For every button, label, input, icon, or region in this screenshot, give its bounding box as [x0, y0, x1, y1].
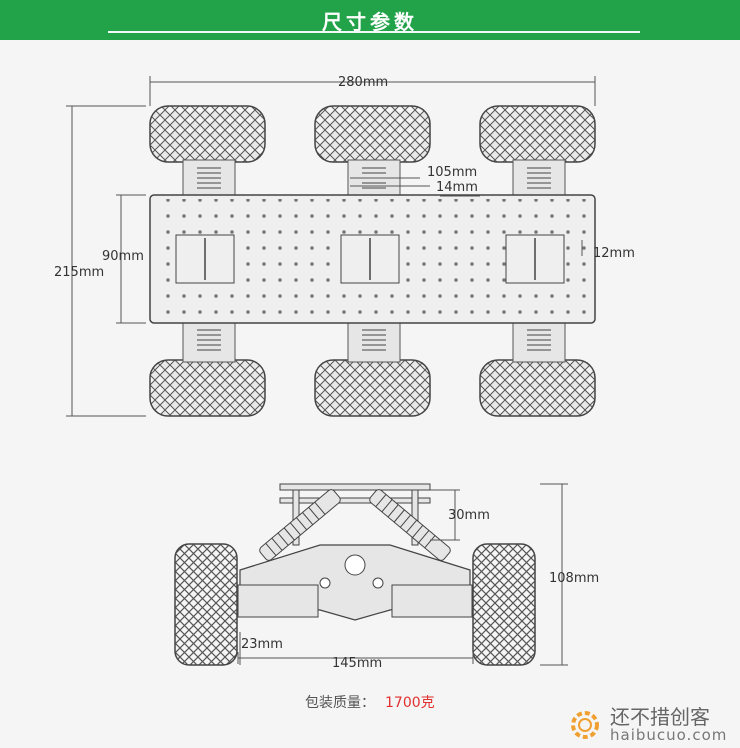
dimension-lines-top	[66, 76, 596, 417]
side-wheel-right	[472, 543, 536, 666]
watermark-name: 还不措创客	[610, 704, 710, 729]
gear-icon	[571, 711, 599, 739]
side-view	[174, 483, 568, 666]
wheel-rear-left	[149, 359, 266, 417]
watermark: 还不措创客 haibucuo.com	[566, 702, 740, 748]
side-motors	[237, 584, 473, 618]
shock-absorbers	[259, 489, 451, 561]
side-wheel-left	[174, 543, 238, 666]
top-view	[66, 76, 596, 417]
dim-edge-label: 12mm	[593, 246, 635, 261]
dim-width-label: 215mm	[54, 265, 104, 280]
weight-label: 包装质量：	[305, 695, 375, 711]
dim-hole-pitch-label: 105mm	[427, 165, 477, 180]
dimension-lines-side	[237, 483, 568, 666]
dim-suspension-label: 30mm	[448, 508, 490, 523]
weight-value: 1700克	[385, 695, 435, 711]
wheel-front-right	[479, 105, 596, 163]
section-header: 尺寸参数	[0, 0, 740, 40]
package-weight: 包装质量： 1700克	[305, 692, 435, 712]
section-title: 尺寸参数	[322, 9, 418, 34]
wheel-front-left	[149, 105, 266, 163]
dim-gap-label: 14mm	[436, 180, 478, 195]
dim-plate-width-label: 90mm	[102, 249, 144, 264]
wheel-front-mid	[314, 105, 431, 163]
dim-height-label: 108mm	[549, 571, 599, 586]
dim-clearance-label: 23mm	[241, 637, 283, 652]
header-rule	[108, 31, 640, 33]
springs-top	[197, 167, 551, 351]
chassis-plate	[149, 194, 596, 324]
dim-track-label: 145mm	[332, 656, 382, 671]
wheel-rear-mid	[314, 359, 431, 417]
dim-length-label: 280mm	[338, 75, 388, 90]
watermark-url: haibucuo.com	[610, 725, 728, 744]
wheel-rear-right	[479, 359, 596, 417]
